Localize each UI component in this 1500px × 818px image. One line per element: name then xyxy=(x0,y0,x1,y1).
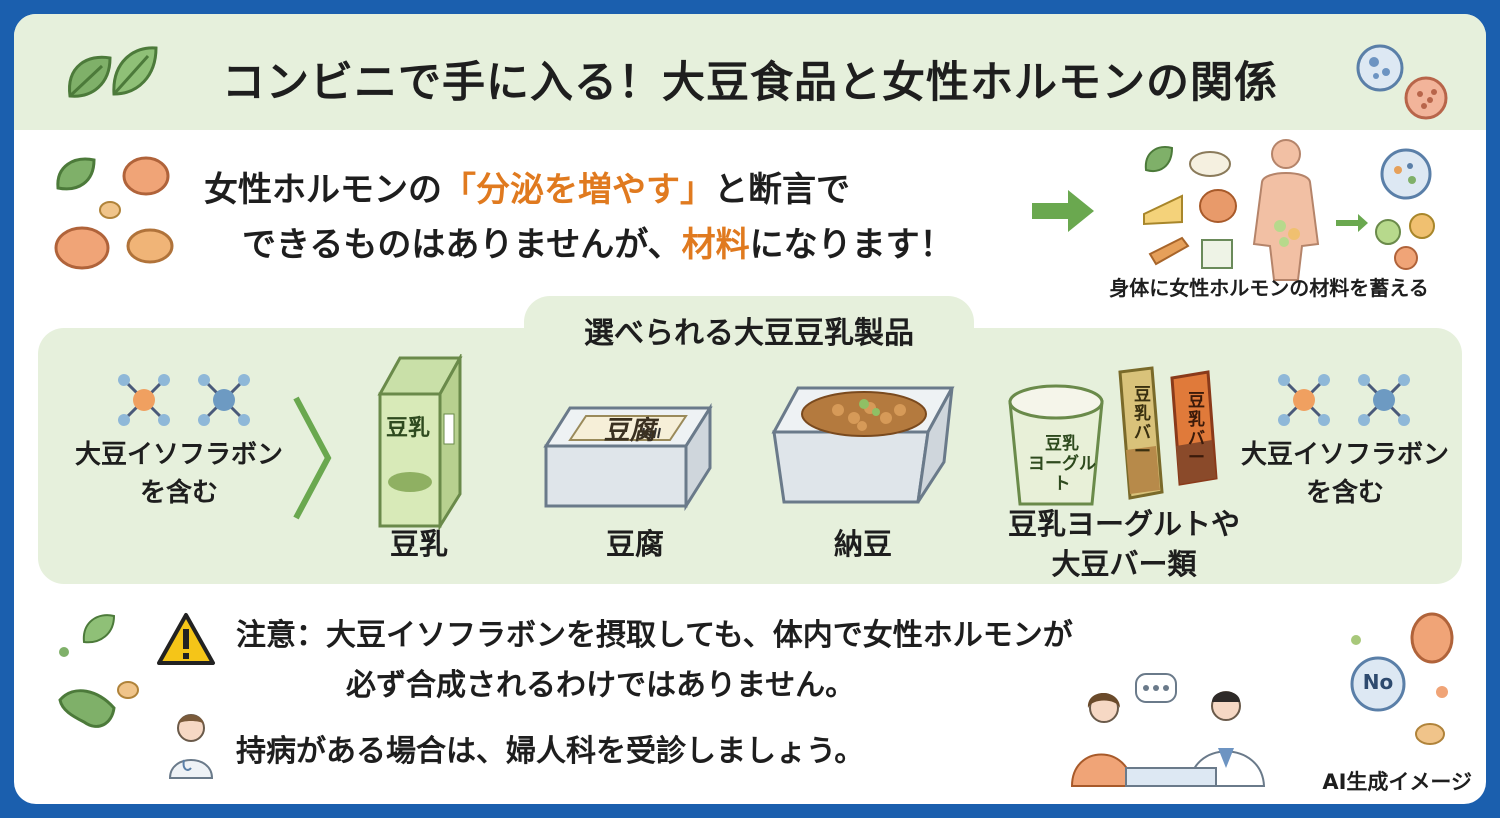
body-illustration xyxy=(1143,139,1435,281)
yogurt-label: 豆乳 ヨーグルト xyxy=(1020,434,1104,494)
soy-milk-carton xyxy=(377,354,463,530)
isoflavone-label-right: 大豆イソフラボン を含む xyxy=(1220,436,1470,512)
intro-text: になります！ xyxy=(749,225,954,265)
isoflavone-text: を含む xyxy=(139,478,218,508)
intro-text: できるものはありませんが、 xyxy=(242,225,682,265)
intro-highlight: 「分泌を増やす」 xyxy=(442,170,714,210)
tofu-package-label: 豆腐 xyxy=(602,416,661,446)
yogurt-label-line: ヨーグルト xyxy=(1028,454,1096,494)
leaf-icon xyxy=(68,46,158,98)
molecule-icon xyxy=(1278,374,1410,426)
section-title: 選べられる大豆豆乳製品 xyxy=(584,316,914,351)
intro-highlight: 材料 xyxy=(681,225,750,265)
isoflavone-text: 大豆イソフラボン xyxy=(1240,440,1449,470)
title-band xyxy=(14,14,1486,130)
yogurt-label-line: 豆乳 xyxy=(1045,434,1079,454)
product-name-soy-milk: 豆乳 xyxy=(389,527,448,561)
caution-line-2: 必ず合成されるわけではありません。 xyxy=(346,668,856,703)
product-name-line: 大豆バー類 xyxy=(1051,547,1197,581)
caution-line-1: 注意：大豆イソフラボンを摂取しても、体内で女性ホルモンが xyxy=(236,618,1073,653)
isoflavone-text: 大豆イソフラボン xyxy=(74,440,283,470)
nurse-icon xyxy=(168,714,214,779)
intro-text: 女性ホルモンの xyxy=(204,170,442,210)
product-name-line: 豆乳ヨーグルトや xyxy=(1007,507,1240,541)
doctor-consultation-illustration xyxy=(1070,673,1266,787)
beans-icon xyxy=(54,156,174,270)
arrow-right-icon xyxy=(1032,190,1094,232)
bar-label: 豆乳バー xyxy=(1134,385,1151,462)
tofu-package xyxy=(543,402,713,512)
advice-text: 持病がある場合は、婦人科を受診しましょう。 xyxy=(236,734,865,769)
carton-label: 豆乳 xyxy=(385,416,430,441)
cell-icon xyxy=(1356,44,1448,120)
product-name-tofu: 豆腐 xyxy=(605,527,664,561)
intro-text: と断言で xyxy=(714,170,850,210)
chevron-right-icon xyxy=(293,396,332,520)
ai-generated-note: AI生成イメージ xyxy=(1322,770,1472,794)
no-badge: No xyxy=(1362,670,1394,694)
intro-line-2: できるものはありませんが、材料になります！ xyxy=(242,219,954,271)
edamame-icon xyxy=(58,614,139,728)
page-title: コンビニで手に入る！大豆食品と女性ホルモンの関係 xyxy=(222,58,1278,108)
natto-package xyxy=(771,386,955,504)
warning-icon xyxy=(157,613,215,665)
intro-line-1: 女性ホルモンの「分泌を増やす」と断言で xyxy=(204,164,850,216)
yogurt-and-bars xyxy=(1008,366,1218,506)
isoflavone-label-left: 大豆イソフラボン を含む xyxy=(54,436,304,512)
infographic-frame: コンビニで手に入る！大豆食品と女性ホルモンの関係 女性ホルモンの「分泌を増やす」… xyxy=(14,14,1486,804)
bar-label: 豆乳バー xyxy=(1188,391,1205,468)
no-badge-cluster xyxy=(1350,612,1454,745)
body-caption: 身体に女性ホルモンの材料を蓄える xyxy=(1109,276,1429,300)
isoflavone-text: を含む xyxy=(1305,478,1384,508)
products-band xyxy=(38,328,1462,584)
product-name-yogurt-bars: 豆乳ヨーグルトや 大豆バー類 xyxy=(974,504,1274,584)
molecule-icon xyxy=(118,374,250,426)
product-name-natto: 納豆 xyxy=(833,527,892,561)
